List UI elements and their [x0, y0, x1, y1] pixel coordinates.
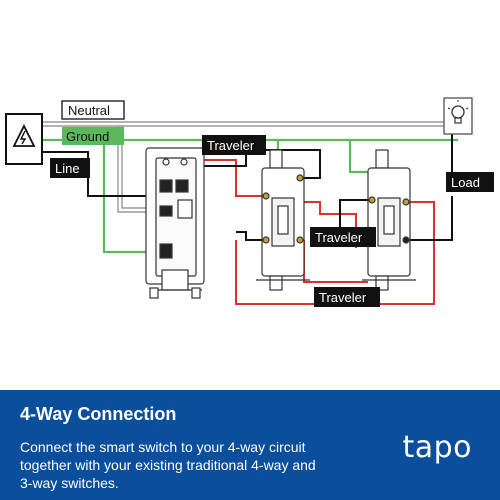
- svg-text:Ground: Ground: [66, 129, 109, 144]
- banner-title: 4-Way Connection: [20, 404, 177, 424]
- power-source: [5, 113, 43, 165]
- traveler-wires-black: [187, 149, 453, 241]
- line-label: Line: [50, 158, 90, 178]
- tapo-logo: tapo: [402, 430, 472, 465]
- banner-description-line-3: 3-way switches.: [20, 475, 119, 491]
- load-label: Load: [446, 172, 494, 192]
- svg-text:Line: Line: [55, 161, 80, 176]
- traveler-label-top: Traveler: [202, 135, 266, 155]
- light-fixture: [443, 97, 473, 135]
- traveler-label-middle: Traveler: [310, 227, 376, 247]
- svg-text:Traveler: Traveler: [207, 138, 255, 153]
- wiring-diagram: Neutral Ground Line Traveler Traveler Tr…: [5, 97, 494, 307]
- ground-label: Ground: [62, 127, 124, 145]
- banner-description-line-2: together with your existing traditional …: [20, 457, 316, 473]
- neutral-label: Neutral: [61, 100, 125, 120]
- three-way-switch: [362, 149, 416, 291]
- svg-text:Traveler: Traveler: [319, 290, 367, 305]
- info-banner: 4-Way Connection Connect the smart switc…: [0, 390, 500, 500]
- neutral-wire: [42, 121, 446, 213]
- smart-switch: [145, 147, 205, 299]
- warning-electric-icon: [12, 123, 36, 147]
- four-way-switch: [256, 149, 310, 291]
- lightbulb-icon: [447, 100, 469, 124]
- traveler-label-bottom: Traveler: [314, 287, 380, 307]
- svg-text:Load: Load: [451, 175, 480, 190]
- svg-text:Neutral: Neutral: [68, 103, 110, 118]
- banner-description-line-1: Connect the smart switch to your 4-way c…: [20, 439, 306, 455]
- svg-text:Traveler: Traveler: [315, 230, 363, 245]
